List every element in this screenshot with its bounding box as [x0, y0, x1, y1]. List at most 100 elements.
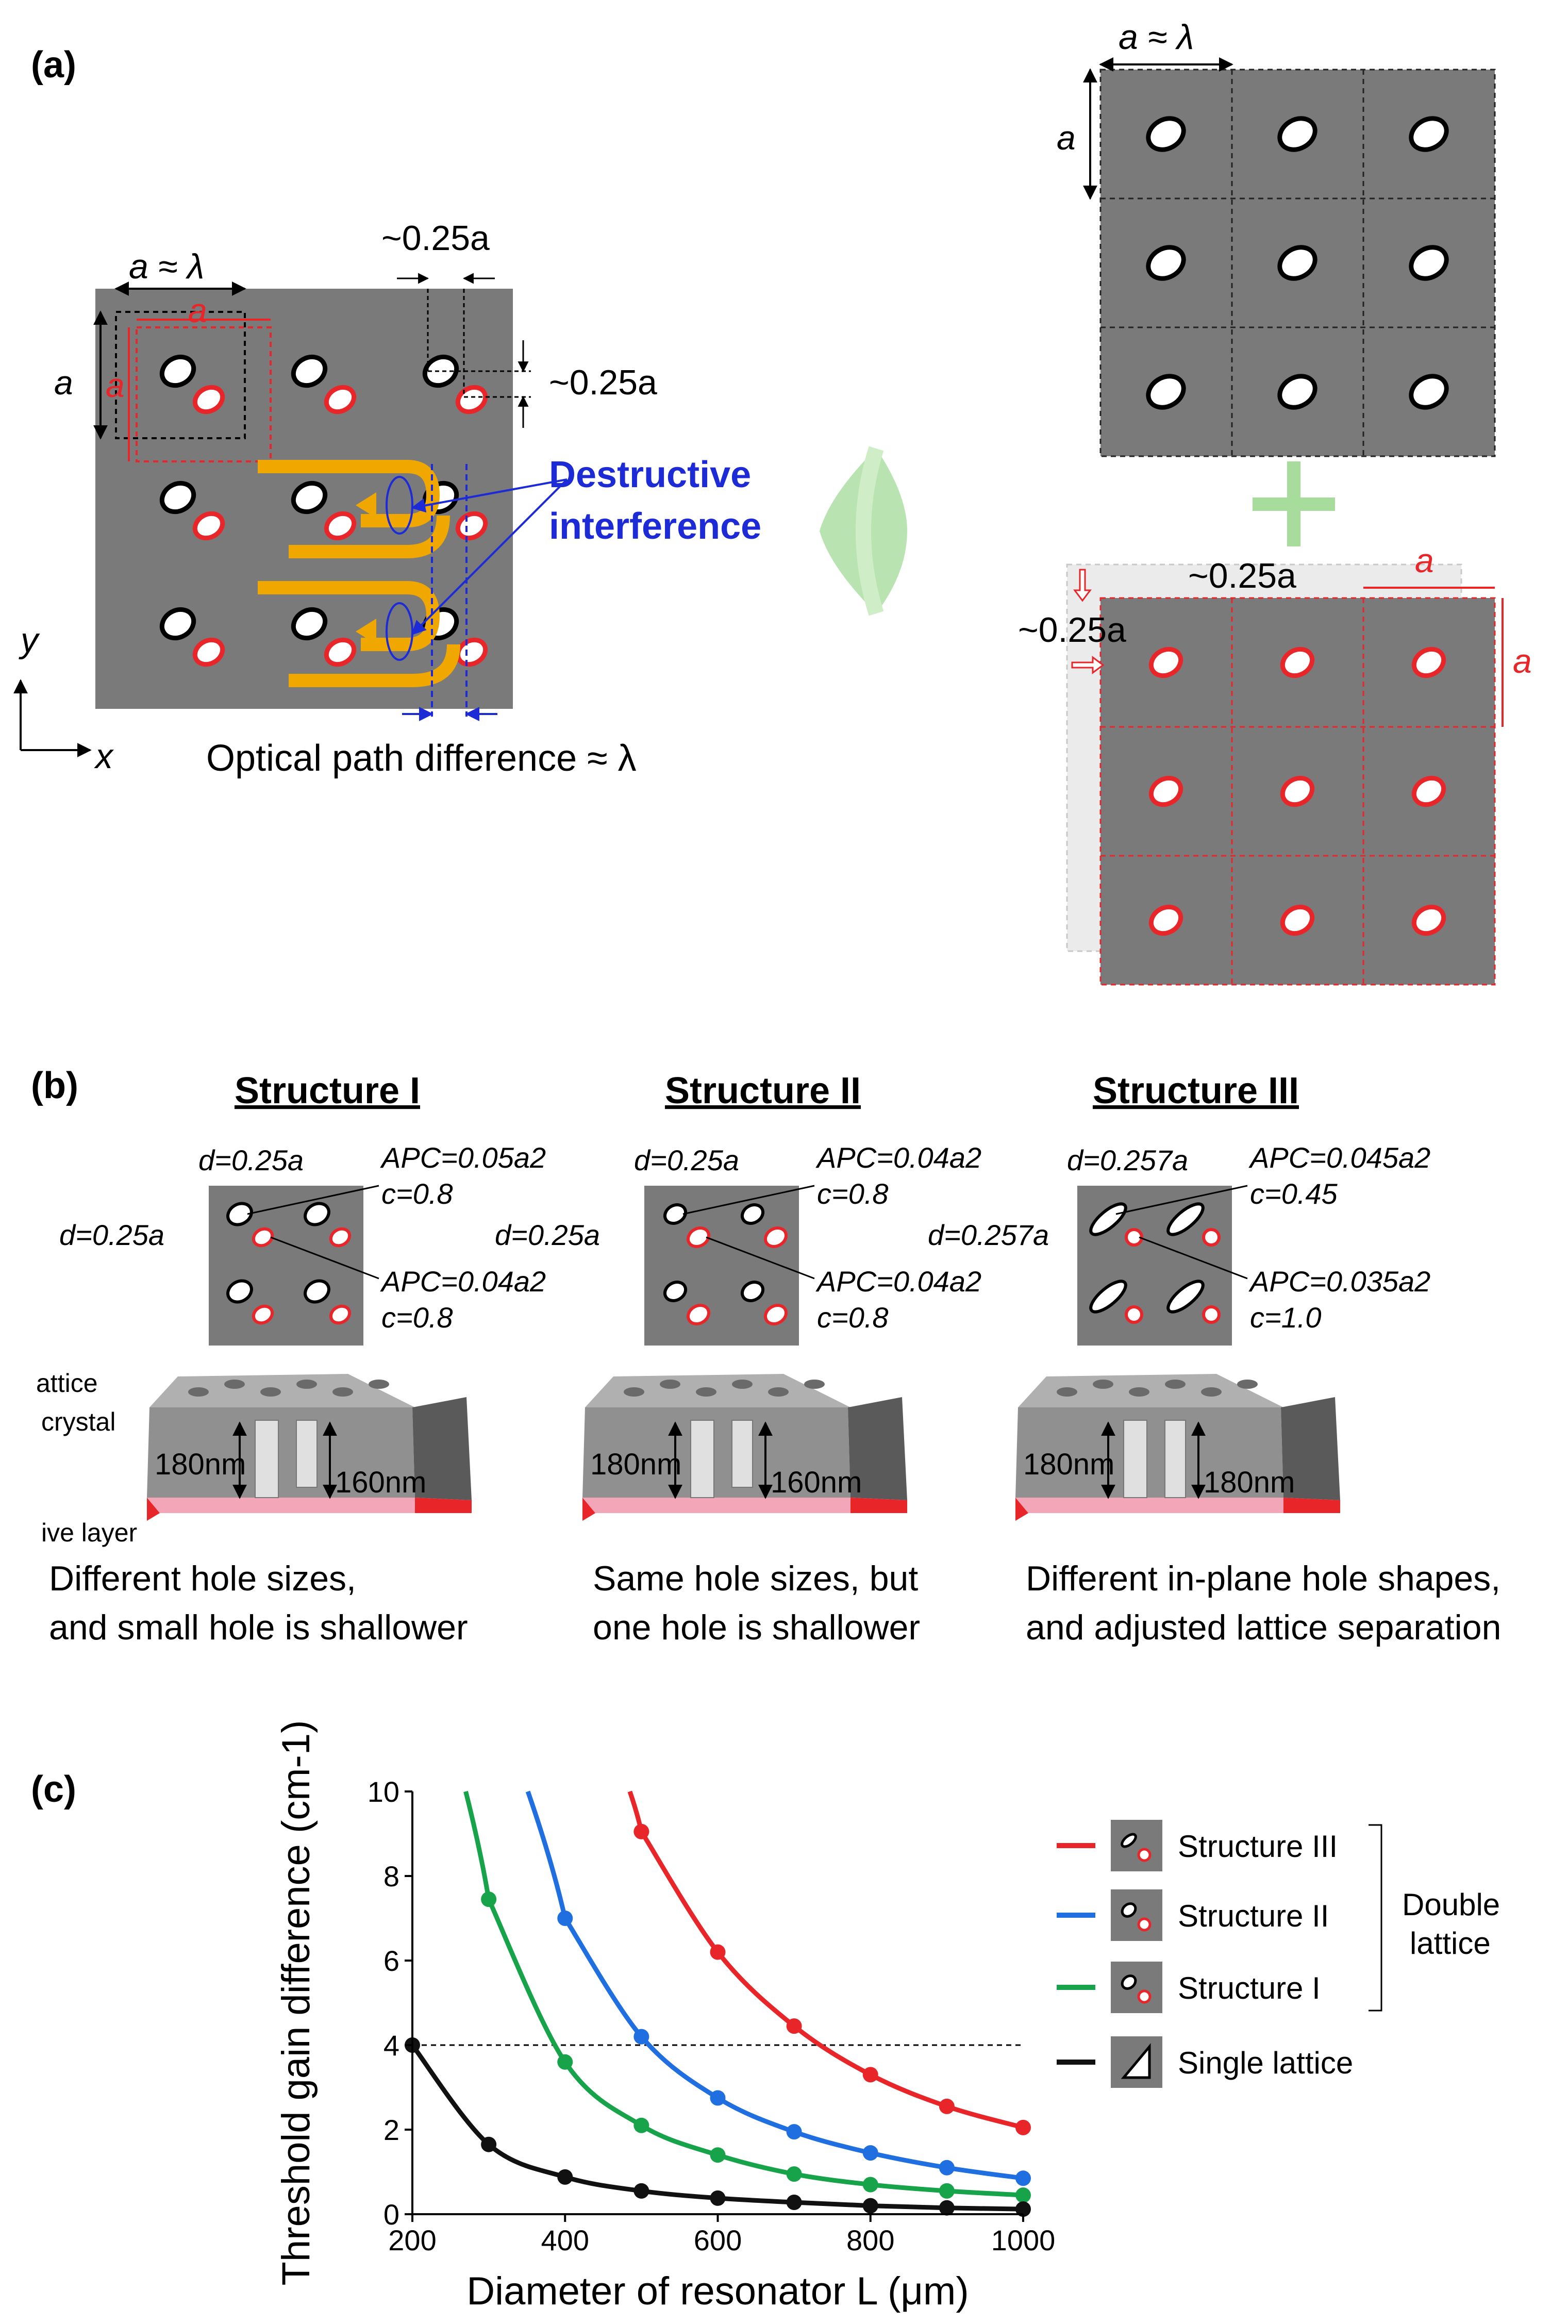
- hole-black: [291, 480, 328, 514]
- side-label-active-layer: ive layer: [41, 1518, 137, 1547]
- data-point: [862, 2067, 878, 2083]
- active-layer-side: [1283, 1498, 1340, 1513]
- label-d-left: d=0.25a: [495, 1219, 600, 1251]
- structure-title: Structure I: [235, 1070, 420, 1111]
- panel-b-label: (b): [31, 1065, 78, 1106]
- block-hole: [768, 1387, 789, 1397]
- hole-ellipse: [1089, 1202, 1127, 1236]
- hole-red: [1280, 775, 1315, 807]
- hole-ellipse: [1089, 1280, 1127, 1314]
- side-label-lattice: attice: [36, 1369, 98, 1398]
- block-hole: [1057, 1387, 1077, 1397]
- legend-hole-red: [1137, 1917, 1152, 1932]
- block-top: [1018, 1374, 1283, 1407]
- y-tick-label: 10: [368, 1775, 399, 1808]
- structure-caption-line1: Different hole sizes,: [49, 1559, 356, 1598]
- block-hole: [1165, 1380, 1186, 1389]
- label-a-red-left: a: [106, 366, 125, 404]
- pointer-line: [706, 1236, 815, 1280]
- x-tick-label: 800: [846, 2224, 894, 2256]
- hole-black: [159, 354, 196, 388]
- light-paths: [258, 460, 460, 687]
- label-hole2-c: c=0.8: [817, 1301, 889, 1334]
- black-sublattice: [1083, 57, 1496, 457]
- hole-black: [1277, 374, 1317, 410]
- unit-cell-black: [115, 311, 246, 439]
- label-a-left: a: [54, 363, 73, 402]
- data-point: [786, 2018, 802, 2034]
- label-hole1-area: APC=0.045a2: [1248, 1141, 1430, 1174]
- label-d-top: d=0.257a: [1067, 1144, 1188, 1176]
- hole-red: [324, 637, 357, 667]
- pointer-line: [1115, 1185, 1248, 1215]
- active-layer-edge: [147, 1498, 160, 1521]
- data-point: [633, 2117, 649, 2133]
- structure-title: Structure III: [1093, 1070, 1299, 1111]
- hole-black: [740, 1203, 765, 1225]
- hole-red: [1280, 904, 1315, 936]
- data-point: [786, 2166, 802, 2182]
- structure-caption-line2: and small hole is shallower: [49, 1608, 468, 1647]
- label-quarter-a-shift-left: ~0.25a: [1018, 610, 1126, 650]
- y-tick-label: 4: [383, 2029, 399, 2062]
- data-point: [1015, 2201, 1031, 2217]
- series-line: [525, 1790, 1024, 2181]
- legend-icon: [1111, 1820, 1162, 1871]
- hole-black: [291, 607, 328, 641]
- legend-hole-black: [1121, 1974, 1137, 1990]
- unit-cell-red: [136, 326, 272, 462]
- hole-black: [1409, 245, 1449, 281]
- hole-red: [252, 1227, 274, 1248]
- y-axis-label: Threshold gain difference (cm-1): [274, 1720, 318, 2286]
- label-a-approx-lambda: a ≈ λ: [129, 247, 204, 286]
- hole-red: [763, 1304, 788, 1325]
- series-line: [410, 2044, 1024, 2212]
- label-depth-left: 180nm: [155, 1448, 246, 1481]
- legend-bracket-double: Double: [1402, 1887, 1500, 1922]
- label-hole1-c: c=0.8: [381, 1177, 453, 1210]
- data-point: [557, 2054, 573, 2070]
- label-depth-right: 160nm: [335, 1466, 426, 1499]
- legend-icon: [1111, 1889, 1162, 1941]
- hole-red: [324, 385, 357, 414]
- hole-red: [686, 1226, 711, 1248]
- interference-pointer-1: [411, 478, 568, 513]
- label-a-right-left: a: [1057, 119, 1076, 157]
- legend-label: Single lattice: [1178, 2046, 1353, 2080]
- legend-label: Structure II: [1178, 1899, 1329, 1933]
- label-a-approx-lambda-right: a ≈ λ: [1119, 18, 1194, 57]
- light-arrowheads: [356, 492, 376, 644]
- hole-black: [663, 1281, 688, 1302]
- block-front: [147, 1407, 415, 1498]
- y-tick-label: 0: [383, 2198, 399, 2231]
- hole-black: [663, 1203, 688, 1225]
- data-point: [633, 2029, 649, 2045]
- hole-black: [226, 1279, 253, 1304]
- active-layer: [147, 1498, 415, 1513]
- y-tick-label: 8: [383, 1860, 399, 1893]
- hole-red: [1125, 1305, 1143, 1324]
- hole-red: [1148, 904, 1183, 936]
- hole-black: [304, 1202, 330, 1226]
- hole-red: [1202, 1228, 1221, 1247]
- side-label-crystal: crystal: [41, 1407, 115, 1436]
- hole-red: [1148, 775, 1183, 807]
- active-layer-side: [415, 1498, 472, 1513]
- label-hole2-c: c=1.0: [1250, 1301, 1322, 1334]
- data-point: [939, 2183, 955, 2199]
- axis-label-x: x: [94, 737, 114, 776]
- block-side: [1281, 1397, 1340, 1500]
- label-quarter-a-top: ~0.25a: [381, 219, 490, 258]
- data-point: [1015, 2187, 1031, 2203]
- panel-c-label: (c): [31, 1769, 76, 1810]
- structure-holes: [226, 1202, 352, 1325]
- hole-red: [763, 1226, 788, 1248]
- label-a-red-right-side: a: [1513, 642, 1532, 680]
- pointer-line: [682, 1185, 815, 1215]
- label-depth-right: 160nm: [771, 1466, 862, 1499]
- axis-label-y: y: [19, 621, 40, 660]
- data-point: [862, 2177, 878, 2193]
- active-layer: [1015, 1498, 1283, 1513]
- label-hole2-area: APC=0.035a2: [1248, 1265, 1430, 1298]
